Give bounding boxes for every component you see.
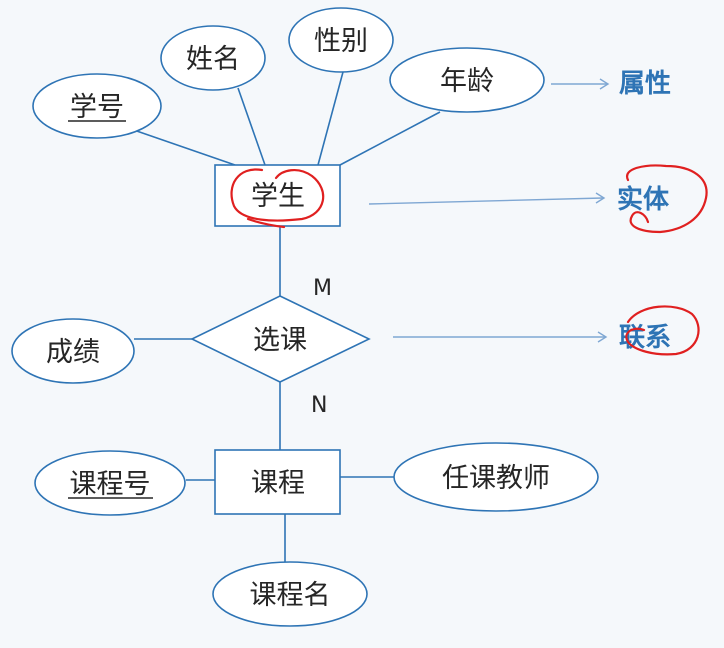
attribute-age-shape: [389, 47, 545, 113]
attribute-gender-label: 性别: [314, 26, 368, 57]
circle-mark-student: [230, 168, 325, 229]
attribute-age: 年龄: [389, 47, 545, 113]
attribute-name-label: 姓名: [186, 44, 240, 75]
attribute-grade-label: 成绩: [46, 337, 100, 368]
attribute-course-id-label: 课程号: [70, 469, 151, 500]
attribute-course-id: 课程号: [34, 450, 186, 516]
legend: 属性 实体 联系: [368, 69, 671, 353]
circle-mark-relationship: [625, 305, 700, 356]
attribute-course-name-shape: [212, 561, 368, 627]
attribute-teacher-shape: [393, 442, 599, 512]
entity-course-box: [214, 449, 341, 515]
arrow-head-icon: [597, 331, 608, 343]
attribute-gender: 性别: [288, 7, 394, 73]
entity-course: 课程: [214, 449, 341, 515]
connectors: [127, 71, 441, 562]
legend-attribute: 属性: [619, 69, 671, 99]
entity-student: 学生: [214, 164, 341, 227]
attribute-student-id: 学号: [32, 73, 162, 139]
cardinality-course-side: N: [311, 393, 327, 418]
entity-student-label: 学生: [251, 181, 305, 212]
edge-student-id: [127, 127, 236, 166]
circle-mark-entity: [626, 164, 708, 234]
attribute-teacher: 任课教师: [393, 442, 599, 512]
entity-course-label: 课程: [251, 468, 305, 499]
arrow-head-icon: [599, 78, 610, 90]
attribute-name-shape: [160, 25, 266, 91]
legend-entity: 实体: [617, 184, 670, 215]
attribute-grade-shape: [11, 318, 135, 384]
attribute-name: 姓名: [160, 25, 266, 91]
edge-gender: [317, 71, 344, 166]
attribute-gender-shape: [288, 7, 394, 73]
edge-name: [237, 87, 266, 166]
attribute-course-name: 课程名: [212, 561, 368, 627]
attribute-grade: 成绩: [11, 318, 135, 384]
pointer-entity: [368, 197, 604, 205]
attribute-course-id-shape: [34, 450, 186, 516]
arrow-head-icon: [595, 192, 606, 204]
attribute-age-label: 年龄: [440, 66, 494, 97]
relationship-label: 选课: [253, 325, 307, 356]
edge-age: [339, 111, 441, 166]
attribute-student-id-shape: [32, 73, 162, 139]
annotation-marks: [230, 164, 708, 356]
cardinality-student-side: M: [313, 276, 332, 301]
attribute-teacher-label: 任课教师: [442, 463, 550, 494]
relationship-diamond: [190, 295, 371, 383]
legend-relationship: 联系: [619, 323, 671, 353]
attribute-course-name-label: 课程名: [250, 580, 331, 611]
attribute-student-id-label: 学号: [70, 92, 124, 123]
relationship-enroll: 选课: [190, 295, 371, 383]
